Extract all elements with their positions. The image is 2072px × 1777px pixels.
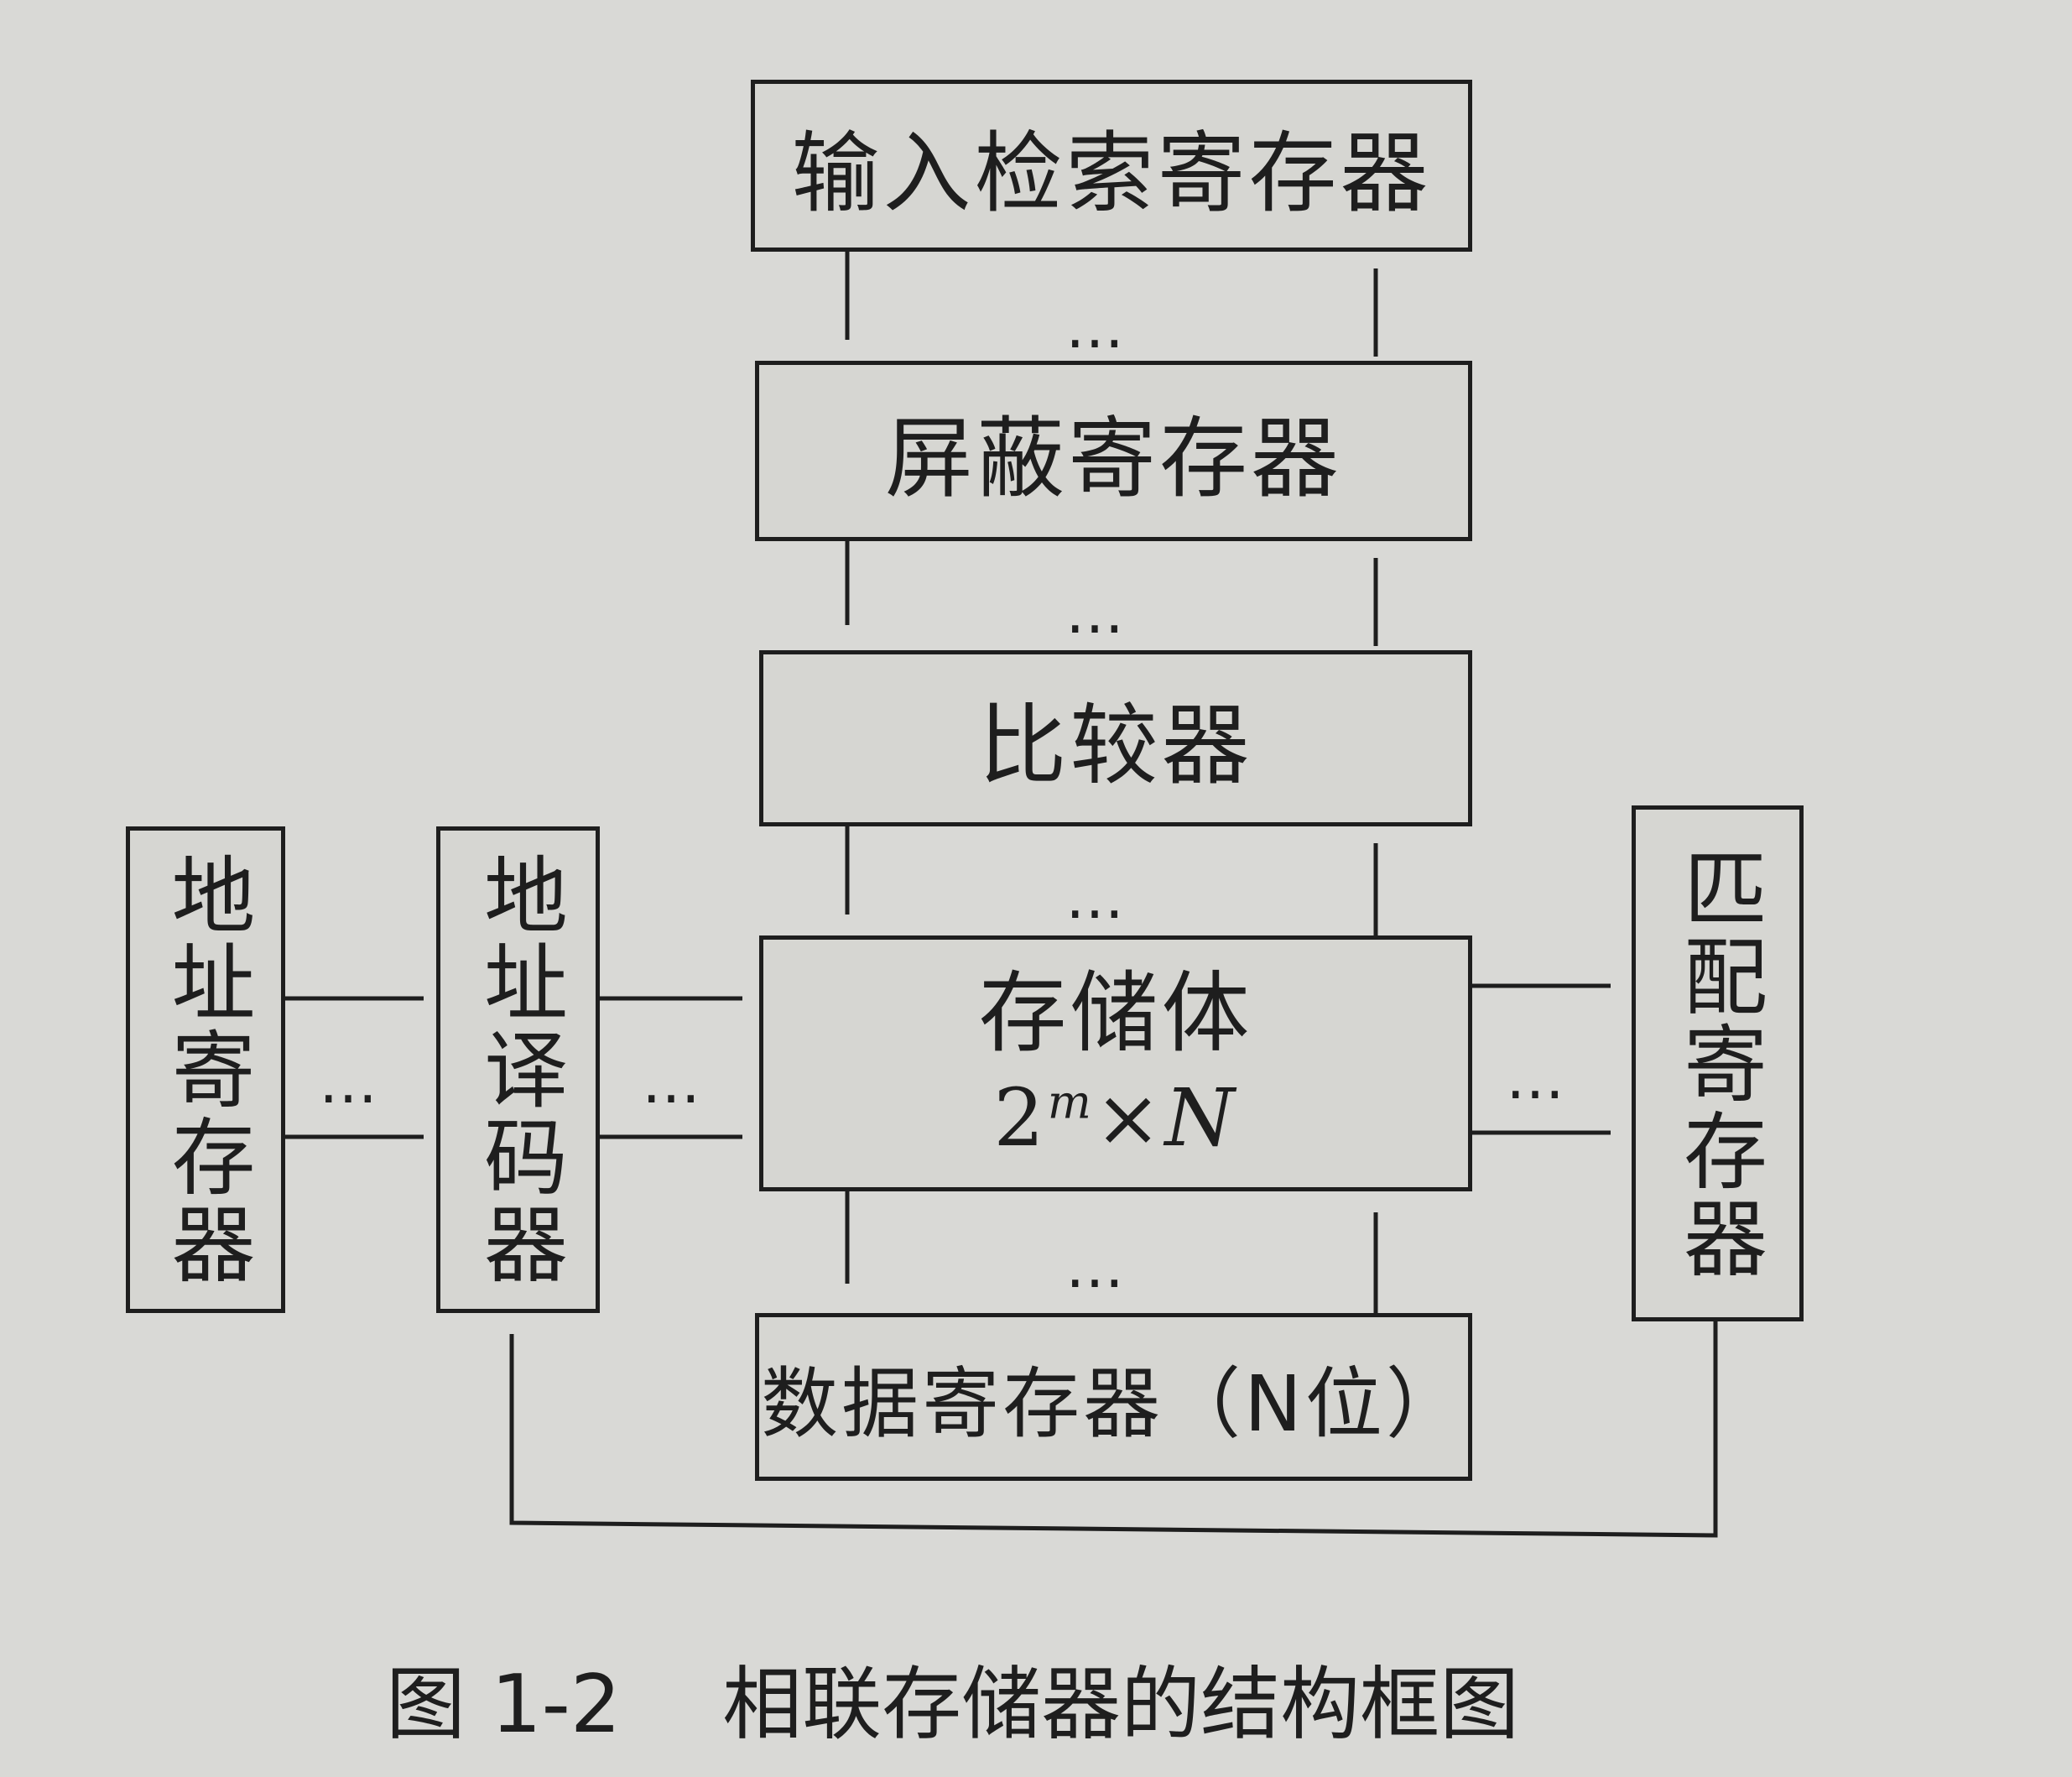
input-search-register-label: 输入检索寄存器 — [791, 122, 1432, 225]
storage-body-label: 存储体 — [978, 961, 1253, 1065]
mask-register-box: 屏蔽寄存器 — [755, 361, 1472, 541]
figure-caption: 图 1-2 相联存储器的结构框图 — [386, 1659, 1520, 1751]
data-register-box: 数据寄存器（N位） — [755, 1313, 1472, 1481]
data-register-label: 数据寄存器（N位） — [761, 1358, 1466, 1449]
formula-exponent: m — [1047, 1075, 1095, 1129]
ellipsis-mask-comparator: … — [1065, 578, 1129, 647]
storage-body-box: 存储体 2m×N — [759, 935, 1472, 1191]
formula-base: 2 — [993, 1071, 1048, 1165]
comparator-label: 比较器 — [978, 695, 1253, 797]
formula-n: N — [1164, 1071, 1238, 1165]
ellipsis-addrreg-decoder: … — [319, 1048, 383, 1117]
address-decoder-box: 地址译码器 — [436, 826, 600, 1313]
ellipsis-storage-data: … — [1065, 1232, 1129, 1301]
match-register-label: 匹配寄存器 — [1669, 845, 1767, 1282]
ellipsis-storage-match: … — [1506, 1044, 1570, 1113]
address-register-box: 地址寄存器 — [126, 826, 285, 1313]
storage-body-text: 存储体 2m×N — [978, 959, 1252, 1169]
storage-size-formula: 2m×N — [993, 1069, 1237, 1169]
mask-register-label: 屏蔽寄存器 — [884, 407, 1342, 510]
address-decoder-label: 地址译码器 — [469, 852, 568, 1288]
address-register-label: 地址寄存器 — [157, 852, 255, 1288]
feedback-match-to-decoder — [509, 1321, 1718, 1538]
ellipsis-search-mask: … — [1065, 293, 1129, 362]
match-register-box: 匹配寄存器 — [1632, 805, 1804, 1321]
comparator-box: 比较器 — [759, 650, 1472, 826]
ellipsis-comparator-storage: … — [1065, 863, 1129, 932]
input-search-register-box: 输入检索寄存器 — [751, 80, 1472, 252]
formula-times: × — [1094, 1071, 1165, 1165]
ellipsis-decoder-storage: … — [642, 1048, 705, 1117]
